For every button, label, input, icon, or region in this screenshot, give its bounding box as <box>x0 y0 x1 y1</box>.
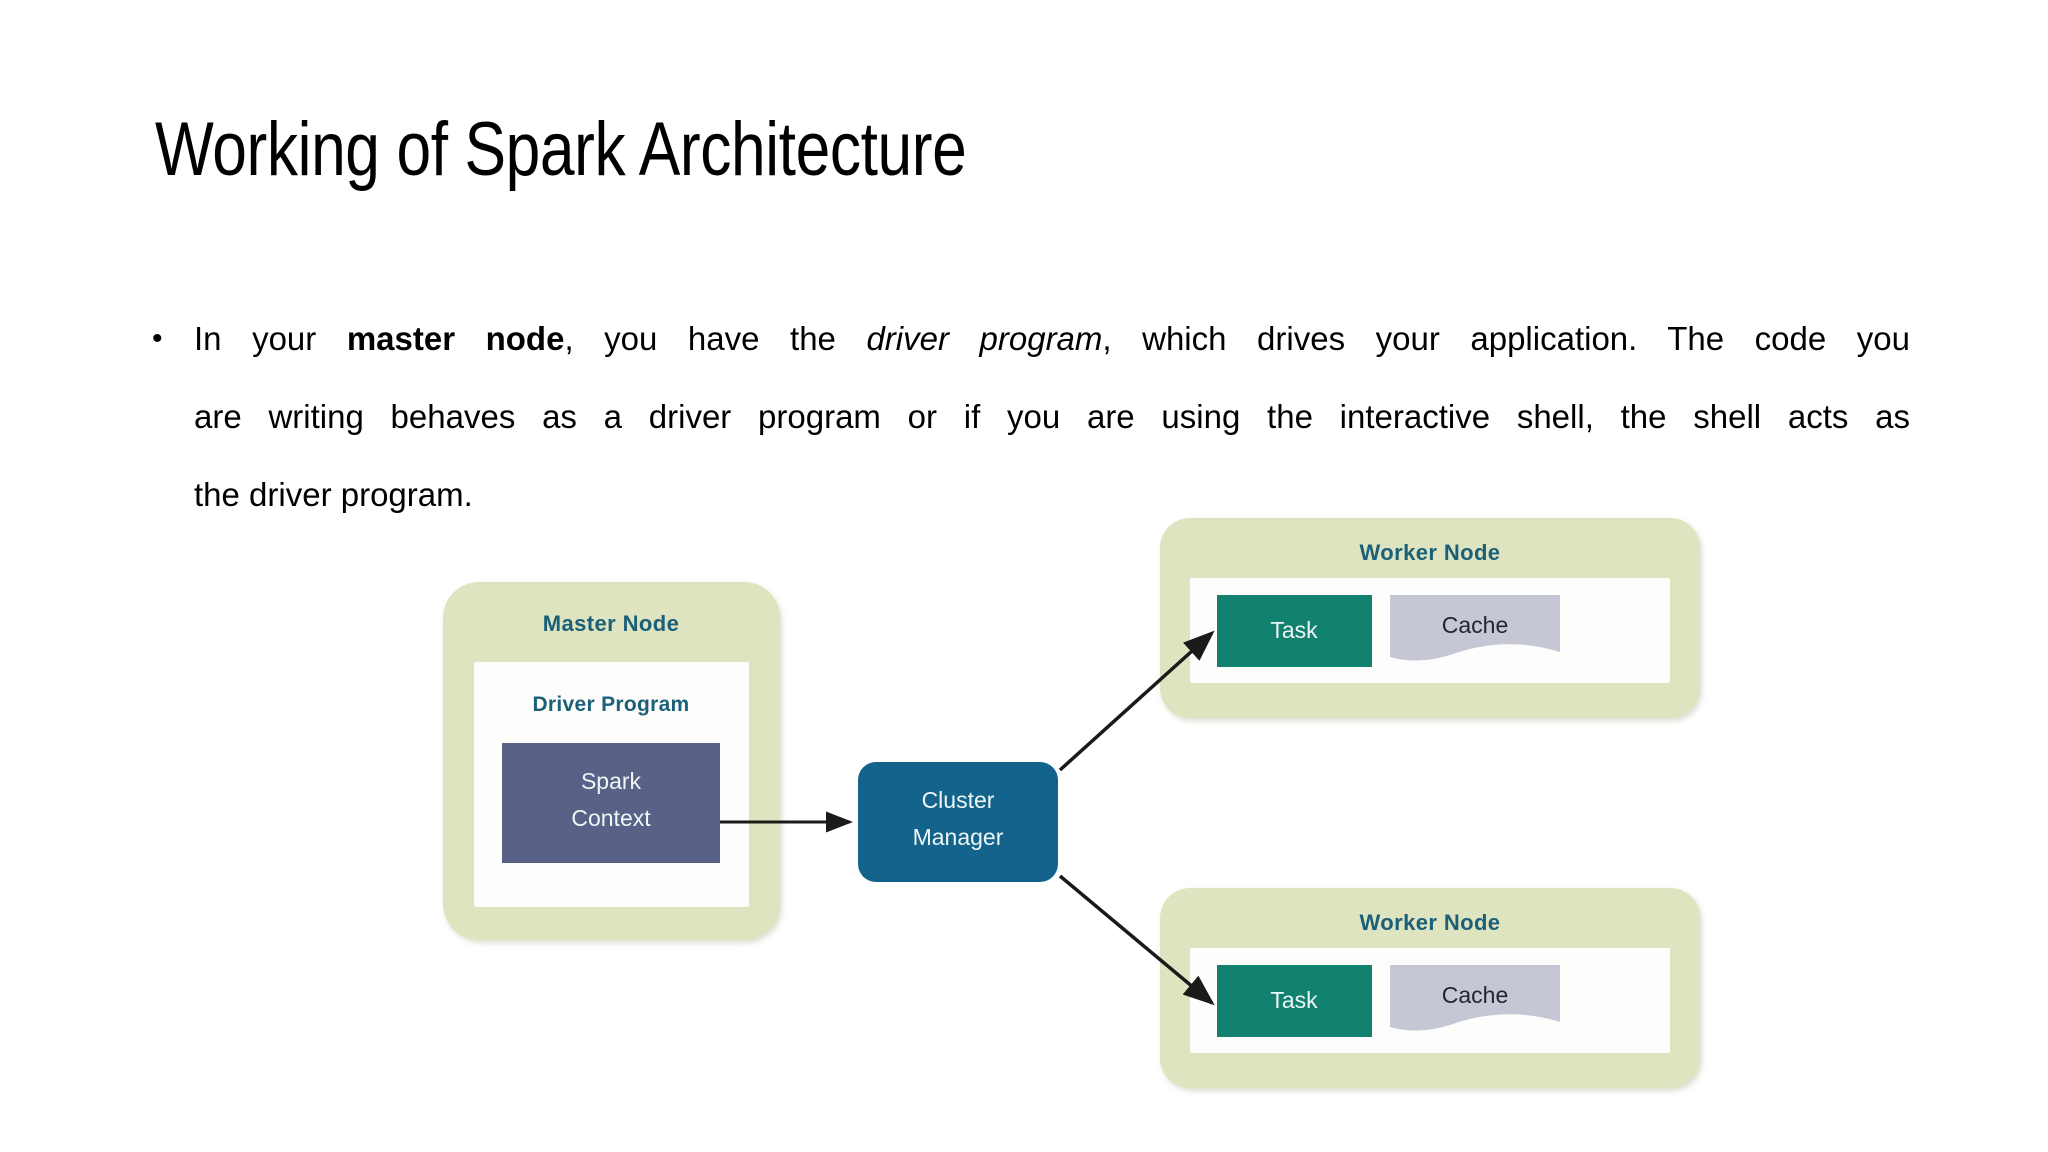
worker-node-2-label: Worker Node <box>1360 910 1501 935</box>
worker-node-1-group[interactable]: Worker Node Task Cache <box>1160 518 1700 718</box>
worker-node-1-label: Worker Node <box>1360 540 1501 565</box>
bullet-line-2: are writing behaves as a driver program … <box>194 378 1910 456</box>
bullet-seg-bold-master-node: master node <box>346 320 565 357</box>
bullet-seg-plain-5: the driver program. <box>194 476 473 513</box>
spark-context-label-line2: Context <box>571 805 651 831</box>
arrow-cluster-manager-to-worker-1 <box>1058 630 1215 772</box>
bullet-paragraph: In your master node, you have the driver… <box>194 300 1910 534</box>
cluster-manager-box[interactable] <box>858 762 1058 882</box>
driver-program-label: Driver Program <box>532 693 689 716</box>
bullet-seg-italic-driver-program: driver program <box>866 320 1103 357</box>
arrow-cluster-manager-to-worker-2 <box>1058 874 1215 1006</box>
worker-node-1-task-label: Task <box>1270 617 1318 643</box>
list-item: • In your master node, you have the driv… <box>150 300 1910 534</box>
bullet-marker-icon: • <box>152 322 163 355</box>
bullet-seg-plain-1: In your <box>194 320 347 357</box>
worker-node-2-task-label: Task <box>1270 987 1318 1013</box>
bullet-seg-plain-4: are writing behaves as a driver program … <box>194 398 1910 435</box>
worker-node-1-cache-box[interactable] <box>1390 595 1560 661</box>
worker-node-2-group[interactable]: Worker Node Task Cache <box>1160 888 1700 1088</box>
bullet-seg-plain-3: , which drives your application. The cod… <box>1102 320 1910 357</box>
worker-node-2-cache-label: Cache <box>1442 982 1508 1008</box>
cluster-manager-label-line2: Manager <box>913 824 1004 850</box>
bullet-list: • In your master node, you have the driv… <box>150 300 1910 534</box>
page-title: Working of Spark Architecture <box>155 107 967 192</box>
worker-node-2-task-box[interactable] <box>1217 965 1372 1037</box>
bullet-line-3: the driver program. <box>194 456 1910 534</box>
bullet-line-1: In your master node, you have the driver… <box>194 300 1910 378</box>
bullet-seg-plain-2: , you have the <box>564 320 867 357</box>
master-node-label: Master Node <box>543 611 679 636</box>
spark-architecture-diagram: Master Node Driver Program Spark Context… <box>430 500 1750 1100</box>
spark-context-label-line1: Spark <box>581 768 642 794</box>
worker-node-1-task-box[interactable] <box>1217 595 1372 667</box>
worker-node-1-cache-label: Cache <box>1442 612 1508 638</box>
cluster-manager-label-line1: Cluster <box>922 787 995 813</box>
spark-context-box[interactable] <box>502 743 720 863</box>
cluster-manager-group[interactable]: Cluster Manager <box>858 762 1058 882</box>
master-node-group[interactable]: Master Node Driver Program Spark Context <box>443 582 780 940</box>
worker-node-2-cache-box[interactable] <box>1390 965 1560 1031</box>
